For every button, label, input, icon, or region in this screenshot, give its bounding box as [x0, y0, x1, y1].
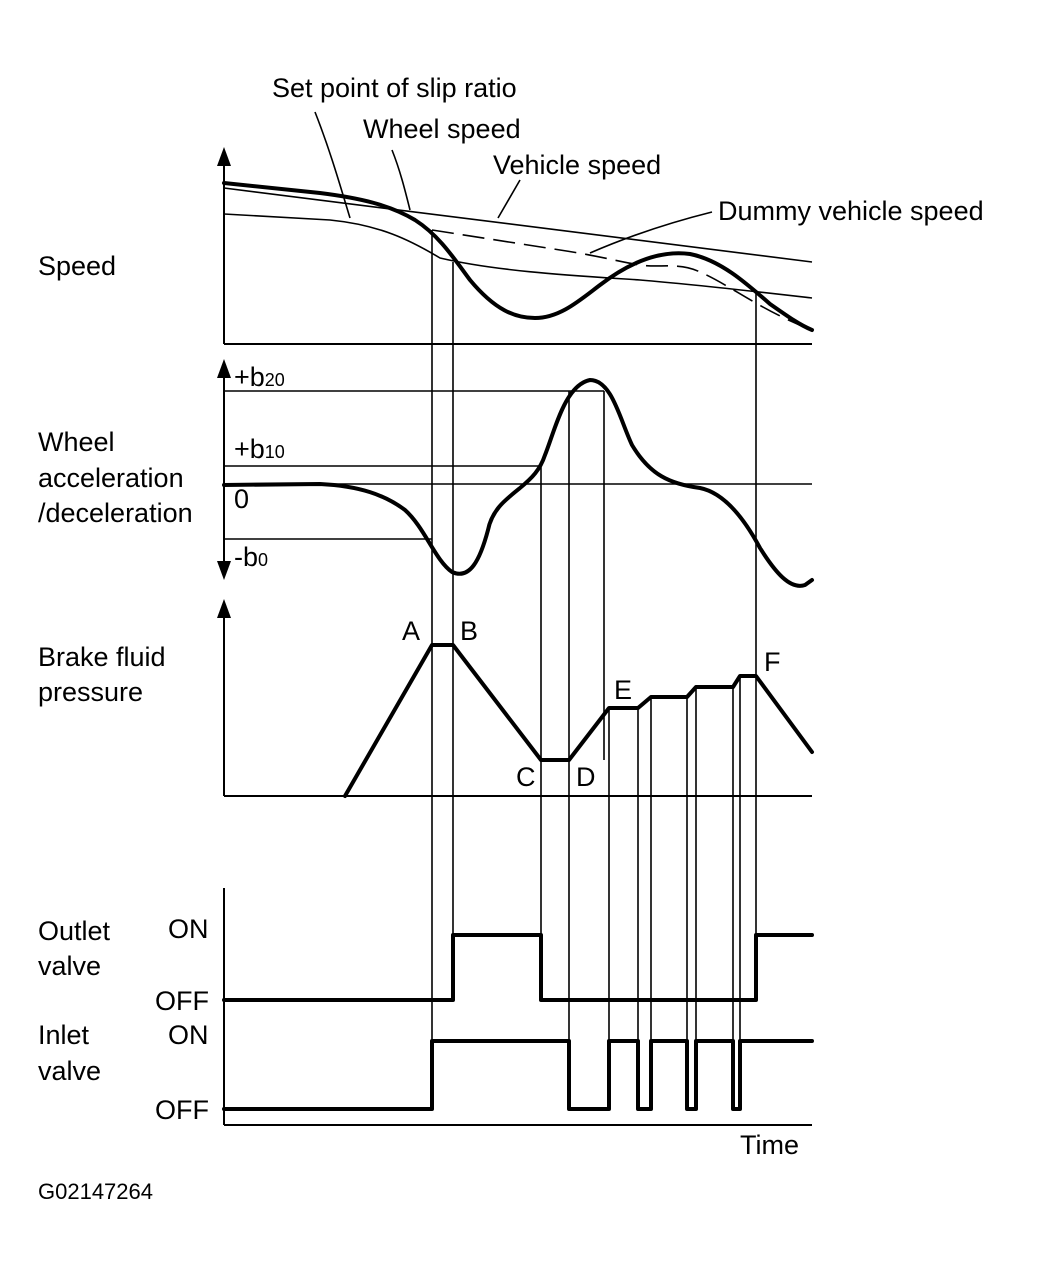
point-a-label: A	[402, 616, 420, 646]
vehicle-speed-callout: Vehicle speed	[493, 150, 661, 180]
wheel-speed-leader	[391, 149, 411, 211]
pressure-title-line2: pressure	[38, 677, 143, 707]
accel-y-axis-up-arrowhead	[217, 359, 231, 378]
figure-code: G02147264	[38, 1179, 153, 1204]
speed-y-axis-arrowhead	[217, 147, 231, 166]
outlet-on-label: ON	[168, 914, 209, 944]
level-zero-label: 0	[234, 484, 249, 514]
pressure-panel: A B C D E F Brake fluid pressure	[38, 599, 814, 798]
vehicle-speed-line	[223, 187, 813, 263]
outlet-title-line2: valve	[38, 951, 101, 981]
accel-y-axis-down-arrowhead	[217, 561, 231, 580]
accel-title-line3: /deceleration	[38, 498, 193, 528]
outlet-off-label: OFF	[155, 986, 209, 1016]
point-d-label: D	[576, 762, 596, 792]
vehicle-speed-leader	[497, 179, 521, 219]
dummy-vehicle-speed-callout: Dummy vehicle speed	[718, 196, 984, 226]
level-b0-label: -b0	[234, 542, 268, 572]
inlet-title-line1: Inlet	[38, 1020, 90, 1050]
speed-panel: Set point of slip ratio Wheel speed Vehi…	[38, 73, 984, 345]
point-b-label: B	[460, 616, 478, 646]
outlet-valve-signal	[222, 933, 814, 1002]
wheel-speed-callout: Wheel speed	[363, 114, 521, 144]
pressure-y-axis-arrowhead	[217, 599, 231, 618]
inlet-valve-signal	[222, 1039, 814, 1111]
point-e-label: E	[614, 675, 632, 705]
inlet-on-label: ON	[168, 1020, 209, 1050]
dummy-vehicle-speed-leader	[589, 211, 713, 254]
level-b20-label: +b20	[234, 362, 285, 392]
dummy-vehicle-speed-line	[431, 229, 813, 331]
wheel-speed-curve	[222, 181, 814, 332]
outlet-title-line1: Outlet	[38, 916, 111, 946]
brake-pressure-curve	[343, 643, 814, 798]
point-c-label: C	[516, 762, 536, 792]
pressure-title-line1: Brake fluid	[38, 642, 166, 672]
accel-title-line1: Wheel	[38, 427, 115, 457]
slip-ratio-line	[223, 213, 813, 299]
speed-panel-title: Speed	[38, 251, 116, 281]
accel-title-line2: acceleration	[38, 463, 184, 493]
wheel-acceleration-curve	[222, 378, 814, 588]
event-markers	[431, 230, 757, 1109]
slip-ratio-leader	[314, 111, 351, 219]
level-b10-label: +b10	[234, 434, 285, 464]
slip-ratio-callout: Set point of slip ratio	[272, 73, 517, 103]
accel-panel: +b20 +b10 0 -b0 Wheel acceleration /dece…	[38, 359, 814, 588]
point-f-label: F	[764, 647, 781, 677]
time-axis-label: Time	[740, 1130, 799, 1160]
inlet-title-line2: valve	[38, 1056, 101, 1086]
inlet-off-label: OFF	[155, 1095, 209, 1125]
